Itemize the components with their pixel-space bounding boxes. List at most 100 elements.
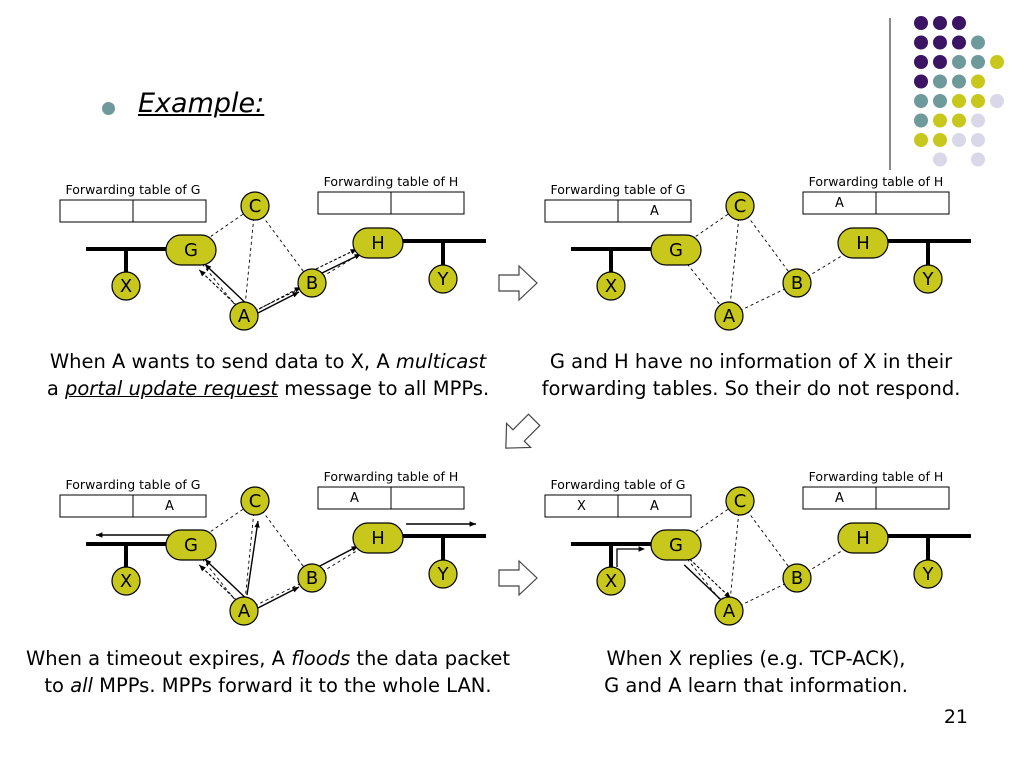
decorative-dot <box>952 133 966 147</box>
down-left-arrow-icon <box>505 413 541 449</box>
arrow-x-to-g <box>616 548 641 567</box>
node-x <box>596 271 626 301</box>
right-arrow-icon <box>498 559 538 597</box>
forwarding-table-h-label: Forwarding table of H <box>324 174 459 189</box>
node-y-label: Y <box>437 564 450 585</box>
node-g-label: G <box>184 240 198 261</box>
node-y <box>428 264 458 294</box>
arrow-a-to-g <box>204 558 247 599</box>
caption-4: When X replies (e.g. TCP-ACK), G and A l… <box>604 647 908 697</box>
node-a <box>714 301 744 331</box>
node-c-label: C <box>249 196 262 217</box>
arrow-a-to-b-dashed <box>258 286 302 310</box>
arrow-head <box>199 564 206 572</box>
decorative-dot <box>933 16 947 30</box>
decorative-dot <box>952 16 966 30</box>
page-number: 21 <box>943 706 968 728</box>
caption-3: When a timeout expires, A floods the dat… <box>25 647 510 697</box>
forwarding-table-g-label: Forwarding table of G <box>66 182 201 197</box>
forwarding-table-g-cell: X <box>577 499 586 514</box>
node-c <box>240 486 270 516</box>
node-c <box>725 191 755 221</box>
diagram-panel-1: Forwarding table of G Forwarding table of… <box>59 174 486 331</box>
node-c-label: C <box>249 491 262 512</box>
link-c-b <box>254 205 313 284</box>
caption-2: G and H have no information of X in thei… <box>541 350 961 400</box>
node-g-label: G <box>669 240 683 261</box>
decorative-dot-grid <box>914 16 1004 167</box>
link-c-a <box>243 500 256 612</box>
forwarding-table-h-cell: A <box>835 196 844 211</box>
decorative-dot <box>914 55 928 69</box>
node-b-label: B <box>791 273 803 294</box>
forwarding-table-g-cell: A <box>165 499 174 514</box>
decorative-dot <box>914 133 928 147</box>
decorative-dot <box>914 113 928 128</box>
arrow-a-to-c <box>246 520 259 596</box>
arrow-b-to-h <box>317 545 359 568</box>
forwarding-table-g-cell: A <box>650 204 659 219</box>
decorative-dot <box>914 74 928 89</box>
arrow-head <box>292 587 299 593</box>
decorative-dot <box>933 74 947 89</box>
node-h <box>837 227 889 259</box>
node-y-label: Y <box>922 564 935 585</box>
node-c <box>240 191 270 221</box>
node-a <box>714 596 744 626</box>
decorative-dot <box>952 74 966 89</box>
decorative-dot <box>990 55 1004 69</box>
node-g <box>650 529 702 561</box>
decorative-dot <box>933 55 947 69</box>
node-g <box>165 529 217 561</box>
arrow-head <box>292 292 299 298</box>
node-x <box>111 566 141 596</box>
decorative-dot <box>952 35 966 50</box>
node-h <box>837 522 889 554</box>
forwarding-table-g-cell: A <box>650 499 659 514</box>
decorative-dot <box>971 113 985 128</box>
node-h <box>352 227 404 259</box>
node-a <box>229 301 259 331</box>
node-x-label: X <box>605 276 617 297</box>
node-y <box>913 559 943 589</box>
decorative-dot <box>933 113 947 128</box>
node-b <box>297 563 327 593</box>
node-b-label: B <box>306 568 318 589</box>
node-g-label: G <box>184 535 198 556</box>
vertical-divider <box>889 18 891 170</box>
decorative-dot <box>971 133 985 147</box>
caption-1: When A wants to send data to X, A multic… <box>46 350 490 400</box>
link-c-a <box>243 205 256 317</box>
node-c-label: C <box>734 491 747 512</box>
decorative-dot <box>933 35 947 50</box>
example-title: Example: <box>138 88 265 119</box>
node-x-label: X <box>120 276 132 297</box>
link-c-b <box>254 500 313 579</box>
link-c-a <box>728 205 741 317</box>
decorative-dot <box>914 16 928 30</box>
forwarding-table-g-label: Forwarding table of G <box>551 477 686 492</box>
node-g <box>165 234 217 266</box>
arrow-b-to-h <box>319 253 362 275</box>
link-c-a <box>728 500 741 612</box>
node-a <box>229 596 259 626</box>
node-x <box>111 271 141 301</box>
arrow-head <box>96 532 103 538</box>
node-h-label: H <box>856 233 870 254</box>
decorative-dot <box>990 94 1004 108</box>
decorative-dot <box>971 94 985 108</box>
arrow-head <box>204 559 212 566</box>
node-b <box>297 268 327 298</box>
arrow-head <box>638 546 645 552</box>
arrow-a-to-b <box>255 291 300 315</box>
forwarding-table-g-label: Forwarding table of G <box>66 477 201 492</box>
decorative-dot <box>914 35 928 50</box>
decorative-dot <box>914 94 928 108</box>
node-y <box>913 264 943 294</box>
forwarding-table-g-label: Forwarding table of G <box>551 182 686 197</box>
arrow-b-to-h-dashed <box>315 248 358 270</box>
decorative-dot <box>971 74 985 89</box>
